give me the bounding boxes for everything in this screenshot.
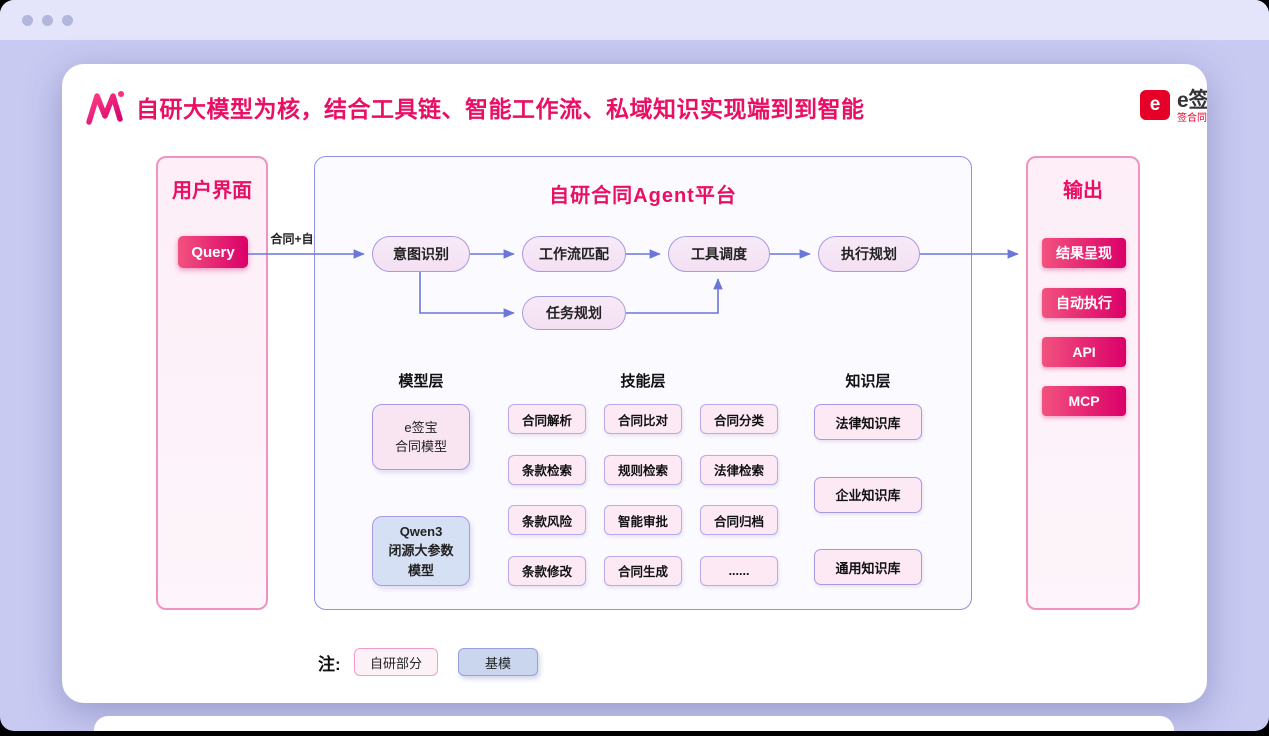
legend-label: 注: — [318, 655, 341, 674]
skill-box: 合同归档 — [700, 505, 778, 535]
flow-step-exec-plan: 执行规划 — [818, 236, 920, 272]
skill-box: ...... — [700, 555, 778, 586]
window-control-dot[interactable] — [62, 14, 73, 26]
esign-brand-sub: 签合同 — [1177, 113, 1207, 125]
output-chip-auto-exec: 自动执行 — [1042, 288, 1126, 318]
flow-step-workflow-match: 工作流匹配 — [522, 236, 626, 272]
flow-step-intent: 意图识别 — [372, 236, 470, 272]
skill-grid: 合同解析 合同比对 合同分类 条款检索 规则检索 法律检索 条款风险 智能审批 … — [508, 404, 778, 586]
query-chip: Query — [178, 236, 248, 268]
output-chip-api: API — [1042, 337, 1126, 367]
legend-self-developed: 自研部分 — [354, 648, 438, 676]
output-panel: 输出 — [1026, 156, 1140, 610]
skill-box: 合同生成 — [604, 555, 682, 586]
esign-logo-icon: e — [1140, 90, 1170, 120]
window-control-dot[interactable] — [42, 14, 53, 26]
agent-panel-title: 自研合同Agent平台 — [549, 185, 737, 207]
skill-box: 合同比对 — [604, 404, 682, 434]
model-box-qwen: Qwen3 闭源大参数 模型 — [372, 516, 470, 586]
bottom-sheet — [94, 716, 1174, 731]
esign-logo: e e签 签合同 — [1140, 89, 1207, 125]
skill-box: 法律检索 — [700, 454, 778, 485]
skill-box: 合同分类 — [700, 404, 778, 434]
ai-logo-icon — [86, 91, 124, 125]
skill-box: 合同解析 — [508, 404, 586, 434]
output-chip-mcp: MCP — [1042, 386, 1126, 416]
knowledge-list: 法律知识库 企业知识库 通用知识库 — [814, 404, 922, 585]
window-control-dot[interactable] — [22, 14, 33, 26]
skill-box: 智能审批 — [604, 505, 682, 535]
knowledge-box: 企业知识库 — [814, 476, 922, 513]
user-panel-title: 用户界面 — [172, 180, 252, 202]
flow-step-tool-dispatch: 工具调度 — [668, 236, 770, 272]
flow-step-task-plan: 任务规划 — [522, 296, 626, 330]
legend-base-model: 基模 — [458, 648, 538, 676]
page-title: 自研大模型为核，结合工具链、智能工作流、私域知识实现端到到智能 — [136, 96, 865, 122]
output-chip-result: 结果呈现 — [1042, 238, 1126, 268]
skill-box: 规则检索 — [604, 454, 682, 485]
esign-brand-name: e签 — [1177, 89, 1207, 112]
knowledge-layer-heading: 知识层 — [845, 373, 891, 390]
model-layer-heading: 模型层 — [398, 373, 444, 390]
skill-box: 条款修改 — [508, 555, 586, 586]
skill-box: 条款检索 — [508, 454, 586, 485]
model-box-esign: e签宝 合同模型 — [372, 404, 470, 470]
slide-header: 自研大模型为核，结合工具链、智能工作流、私域知识实现端到到智能 — [86, 86, 865, 128]
slide-card: 自研大模型为核，结合工具链、智能工作流、私域知识实现端到到智能 e e签 签合同… — [62, 64, 1207, 703]
user-interface-panel: 用户界面 — [156, 156, 268, 610]
skill-box: 条款风险 — [508, 505, 586, 535]
skill-layer-heading: 技能层 — [620, 373, 666, 390]
output-panel-title: 输出 — [1063, 180, 1103, 202]
window-titlebar — [0, 0, 1269, 40]
knowledge-box: 法律知识库 — [814, 404, 922, 440]
knowledge-box: 通用知识库 — [814, 549, 922, 585]
